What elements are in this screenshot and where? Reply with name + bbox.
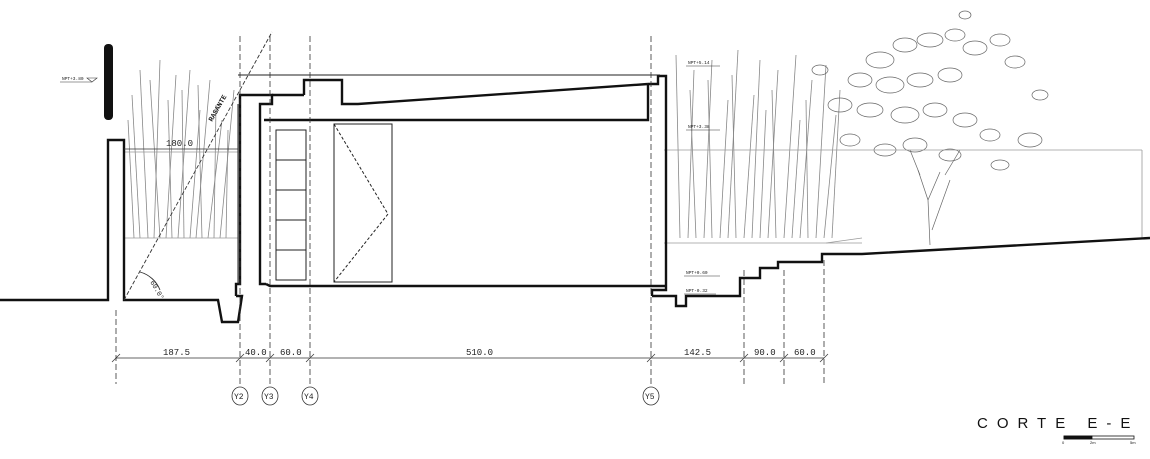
axis-tag-y3: Y3: [264, 393, 274, 402]
grid-axes: [115, 36, 825, 386]
scale-label: 2m: [1090, 440, 1096, 445]
level-markers: [60, 65, 720, 295]
level-tag: NPT+3.38: [688, 124, 710, 130]
top-dimension-label: 180.0: [166, 139, 193, 149]
hedge-illustration: [104, 44, 113, 120]
level-tag: NPT+5.14: [688, 60, 710, 66]
axis-tag-y5: Y5: [645, 393, 655, 402]
level-tag: NPT+3.80: [62, 76, 84, 82]
scale-bar: [1063, 435, 1135, 440]
bamboo-right-illustration: [675, 49, 841, 239]
axis-tag-circles: [231, 386, 660, 406]
dimension-label: 40.0: [245, 348, 267, 358]
level-tag: NPT+0.60: [686, 270, 708, 276]
background-lines: [124, 149, 1143, 244]
dimension-label: 187.5: [163, 348, 190, 358]
dimension-label: 90.0: [754, 348, 776, 358]
drawing-title: CORTE E-E: [977, 415, 1139, 432]
angle-label: 60.0°: [147, 279, 165, 302]
tree-illustration: [811, 10, 1049, 246]
axis-tag-y2: Y2: [234, 393, 244, 402]
dimension-label: 510.0: [466, 348, 493, 358]
rasante-label: RASANTE: [208, 94, 230, 123]
section-cut: [0, 74, 1150, 324]
level-tag: NPT-0.32: [686, 288, 708, 294]
dimension-label: 142.5: [684, 348, 711, 358]
scale-label: 5m: [1130, 440, 1136, 445]
scale-label: 0: [1062, 440, 1065, 445]
rasante-line: [123, 31, 273, 301]
bottom-dimension-line: [111, 353, 829, 363]
dimension-label: 60.0: [794, 348, 816, 358]
dimension-label: 60.0: [280, 348, 302, 358]
axis-tag-y4: Y4: [304, 393, 314, 402]
interior-elevation: [237, 74, 660, 284]
bamboo-left-illustration: [127, 59, 235, 239]
